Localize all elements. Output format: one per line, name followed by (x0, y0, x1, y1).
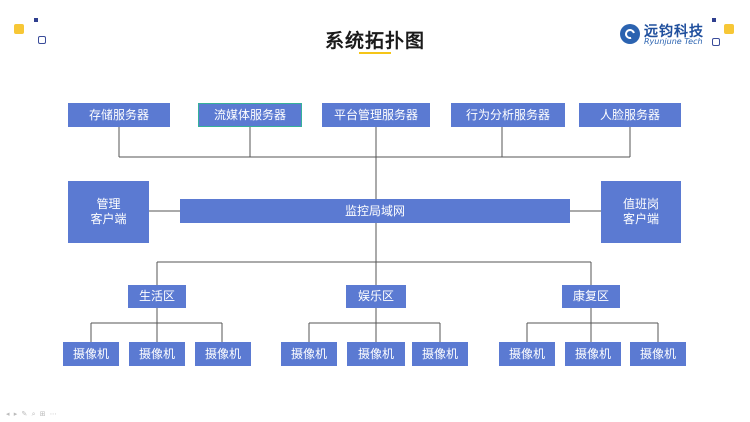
server-platform-management: 平台管理服务器 (322, 103, 430, 127)
zone-living: 生活区 (128, 285, 186, 308)
camera-node: 摄像机 (281, 342, 337, 366)
camera-node: 摄像机 (565, 342, 621, 366)
slide-controls-icon[interactable]: ◂ ▸ ✎ ⌕ ⊞ ⋯ (6, 410, 58, 418)
title-underline (359, 52, 391, 54)
logo-name-en: Ryunjune Tech (644, 37, 703, 46)
deco-square-yellow (724, 24, 734, 34)
server-storage: 存储服务器 (68, 103, 170, 127)
deco-square-outline (38, 36, 46, 44)
zone-rehab: 康复区 (562, 285, 620, 308)
company-logo: 远钧科技 Ryunjune Tech (620, 22, 720, 48)
server-face: 人脸服务器 (579, 103, 681, 127)
deco-square-outline (712, 38, 720, 46)
camera-node: 摄像机 (630, 342, 686, 366)
camera-node: 摄像机 (499, 342, 555, 366)
server-streaming-media: 流媒体服务器 (198, 103, 302, 127)
camera-node: 摄像机 (347, 342, 405, 366)
client-management: 管理 客户端 (68, 181, 149, 243)
server-behavior-analysis: 行为分析服务器 (451, 103, 565, 127)
deco-square-yellow (14, 24, 24, 34)
logo-name-cn: 远钧科技 (644, 24, 704, 40)
page-title: 系统拓扑图 (324, 30, 425, 52)
camera-node: 摄像机 (412, 342, 468, 366)
zone-entertainment: 娱乐区 (346, 285, 406, 308)
deco-square-navy (34, 18, 38, 22)
camera-node: 摄像机 (129, 342, 185, 366)
camera-node: 摄像机 (195, 342, 251, 366)
client-duty: 值班岗 客户端 (601, 181, 681, 243)
network-lan: 监控局域网 (180, 199, 570, 223)
camera-node: 摄像机 (63, 342, 119, 366)
logo-mark-icon (620, 24, 640, 44)
deco-square-navy (712, 18, 716, 22)
